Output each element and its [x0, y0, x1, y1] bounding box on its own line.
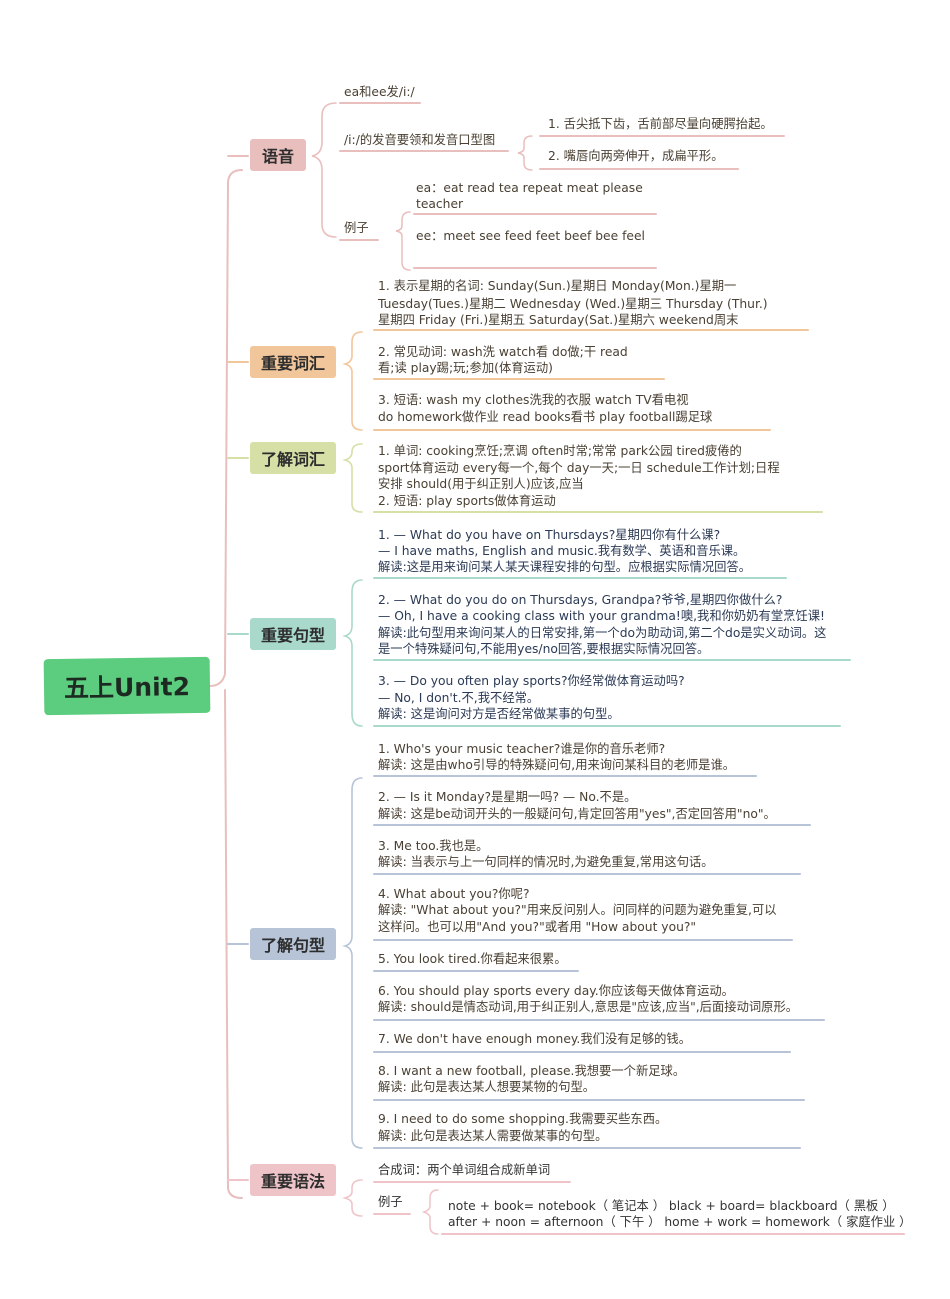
category-yuyin: 语音	[250, 139, 306, 171]
category-liaojie-cihui: 了解词汇	[250, 442, 336, 474]
liaojie-cihui-line-3: 安排 should(用于纠正别人)应该,应当	[378, 477, 584, 491]
cihui-line-3: 星期四 Friday (Fri.)星期五 Saturday(Sat.)星期六 w…	[378, 313, 739, 327]
ljx-s2b: 解读: 这是be动词开头的一般疑问句,肯定回答用"yes",否定回答用"no"。	[378, 807, 776, 821]
ljx-s1a: 1. Who's your music teacher?谁是你的音乐老师?	[378, 742, 666, 756]
yufa-ex-bracket	[421, 1189, 439, 1235]
yufa-example-1: note + book= notebook（ 笔记本 ） black + boa…	[448, 1199, 895, 1213]
ljx-s8a: 8. I want a new football, please.我想要一个新足…	[378, 1064, 686, 1078]
tips-bracket	[517, 135, 533, 171]
juxing-s2a: 2. — What do you do on Thursdays, Grandp…	[378, 593, 783, 607]
liaojie-cihui-bracket	[342, 443, 363, 513]
yuyin-pron: /i:/的发音要领和发音口型图	[344, 133, 496, 147]
ljx-s6b: 解读: should是情态动词,用于纠正别人,意思是"应该,应当",后面接动词原…	[378, 1000, 799, 1014]
liaojie-cihui-line-1: 1. 单词: cooking烹饪;烹调 often时常;常常 park公园 ti…	[378, 444, 742, 458]
juxing-s2b: — Oh, I have a cooking class with your g…	[378, 609, 825, 623]
ljx-s8b: 解读: 此句是表达某人想要某物的句型。	[378, 1080, 596, 1094]
ljx-s7a: 7. We don't have enough money.我们没有足够的钱。	[378, 1032, 692, 1046]
yuyin-ea-ee: ea和ee发/i:/	[344, 85, 415, 99]
yufa-definition: 合成词：两个单词组合成新单词	[378, 1163, 551, 1177]
ljx-s5a: 5. You look tired.你看起来很累。	[378, 952, 567, 966]
category-zhongyao-cihui: 重要词汇	[250, 346, 336, 378]
ljx-s4a: 4. What about you?你呢?	[378, 887, 530, 901]
main-spine	[209, 169, 243, 687]
yuyin-bracket	[311, 102, 337, 238]
ljx-s3b: 解读: 当表示与上一句同样的情况时,为避免重复,常用这句话。	[378, 855, 714, 869]
yuyin-ex-ea-1: ea：eat read tea repeat meat please	[416, 181, 643, 195]
liaojie-juxing-bracket	[342, 777, 363, 1149]
juxing-bracket	[342, 579, 363, 727]
cihui-line-7: do homework做作业 read books看书 play footbal…	[378, 410, 713, 424]
ljx-s9b: 解读: 此句是表达某人需要做某事的句型。	[378, 1129, 608, 1143]
ljx-s3a: 3. Me too.我也是。	[378, 839, 489, 853]
juxing-s1c: 解读:这是用来询问某人某天课程安排的句型。应根据实际情况回答。	[378, 560, 752, 574]
cihui-line-2: Tuesday(Tues.)星期二 Wednesday (Wed.)星期三 Th…	[378, 297, 768, 311]
cihui-bracket	[342, 331, 363, 431]
yuyin-ex-ee: ee：meet see feed feet beef bee feel	[416, 229, 645, 243]
category-liaojie-juxing: 了解句型	[250, 928, 336, 960]
yufa-example-label: 例子	[378, 1195, 403, 1209]
category-zhongyao-yufa: 重要语法	[250, 1164, 336, 1196]
juxing-s3b: — No, I don't.不,我不经常。	[378, 691, 540, 705]
yuyin-example-label: 例子	[344, 221, 369, 235]
juxing-s2c: 解读:此句型用来询问某人的日常安排,第一个do为助动词,第二个do是实义动词。这	[378, 626, 827, 640]
category-zhongyao-juxing: 重要句型	[250, 618, 336, 650]
ljx-s6a: 6. You should play sports every day.你应该每…	[378, 984, 734, 998]
cihui-line-6: 3. 短语: wash my clothes洗我的衣服 watch TV看电视	[378, 393, 689, 407]
yuyin-tip-2: 2. 嘴唇向两旁伸开，成扁平形。	[548, 149, 724, 163]
juxing-s2d: 是一个特殊疑问句,不能用yes/no回答,要根据实际情况回答。	[378, 642, 710, 656]
juxing-s3c: 解读: 这是询问对方是否经常做某事的句型。	[378, 707, 620, 721]
ljx-s2a: 2. — Is it Monday?是星期一吗? — No.不是。	[378, 790, 637, 804]
liaojie-cihui-line-4: 2. 短语: play sports做体育运动	[378, 494, 556, 508]
yufa-bracket	[342, 1179, 363, 1217]
ljx-s1b: 解读: 这是由who引导的特殊疑问句,用来询问某科目的老师是谁。	[378, 758, 736, 772]
juxing-s3a: 3. — Do you often play sports?你经常做体育运动吗?	[378, 674, 685, 688]
juxing-s1a: 1. — What do you have on Thursdays?星期四你有…	[378, 528, 721, 542]
example-bracket	[395, 211, 411, 271]
cihui-line-5: 看;读 play踢;玩;参加(体育运动)	[378, 361, 553, 375]
cihui-line-1: 1. 表示星期的名词: Sunday(Sun.)星期日 Monday(Mon.)…	[378, 279, 737, 293]
ljx-s9a: 9. I need to do some shopping.我需要买些东西。	[378, 1112, 668, 1126]
juxing-s1b: — I have maths, English and music.我有数学、英…	[378, 544, 746, 558]
ljx-s4c: 这样问。也可以用"And you?"或者用 "How about you?"	[378, 920, 697, 934]
root-node: 五上Unit2	[43, 656, 211, 716]
yuyin-ex-ea-2: teacher	[416, 197, 464, 211]
cihui-line-4: 2. 常见动词: wash洗 watch看 do做;干 read	[378, 345, 628, 359]
liaojie-cihui-line-2: sport体育运动 every每一个,每个 day一天;一日 schedule工…	[378, 461, 780, 475]
main-spine-lower	[224, 689, 243, 1199]
yufa-example-2: after + noon = afternoon（ 下午 ） home + wo…	[448, 1215, 912, 1229]
yuyin-tip-1: 1. 舌尖抵下齿，舌前部尽量向硬腭抬起。	[548, 117, 773, 131]
ljx-s4b: 解读: "What about you?"用来反问别人。问同样的问题为避免重复,…	[378, 903, 777, 917]
